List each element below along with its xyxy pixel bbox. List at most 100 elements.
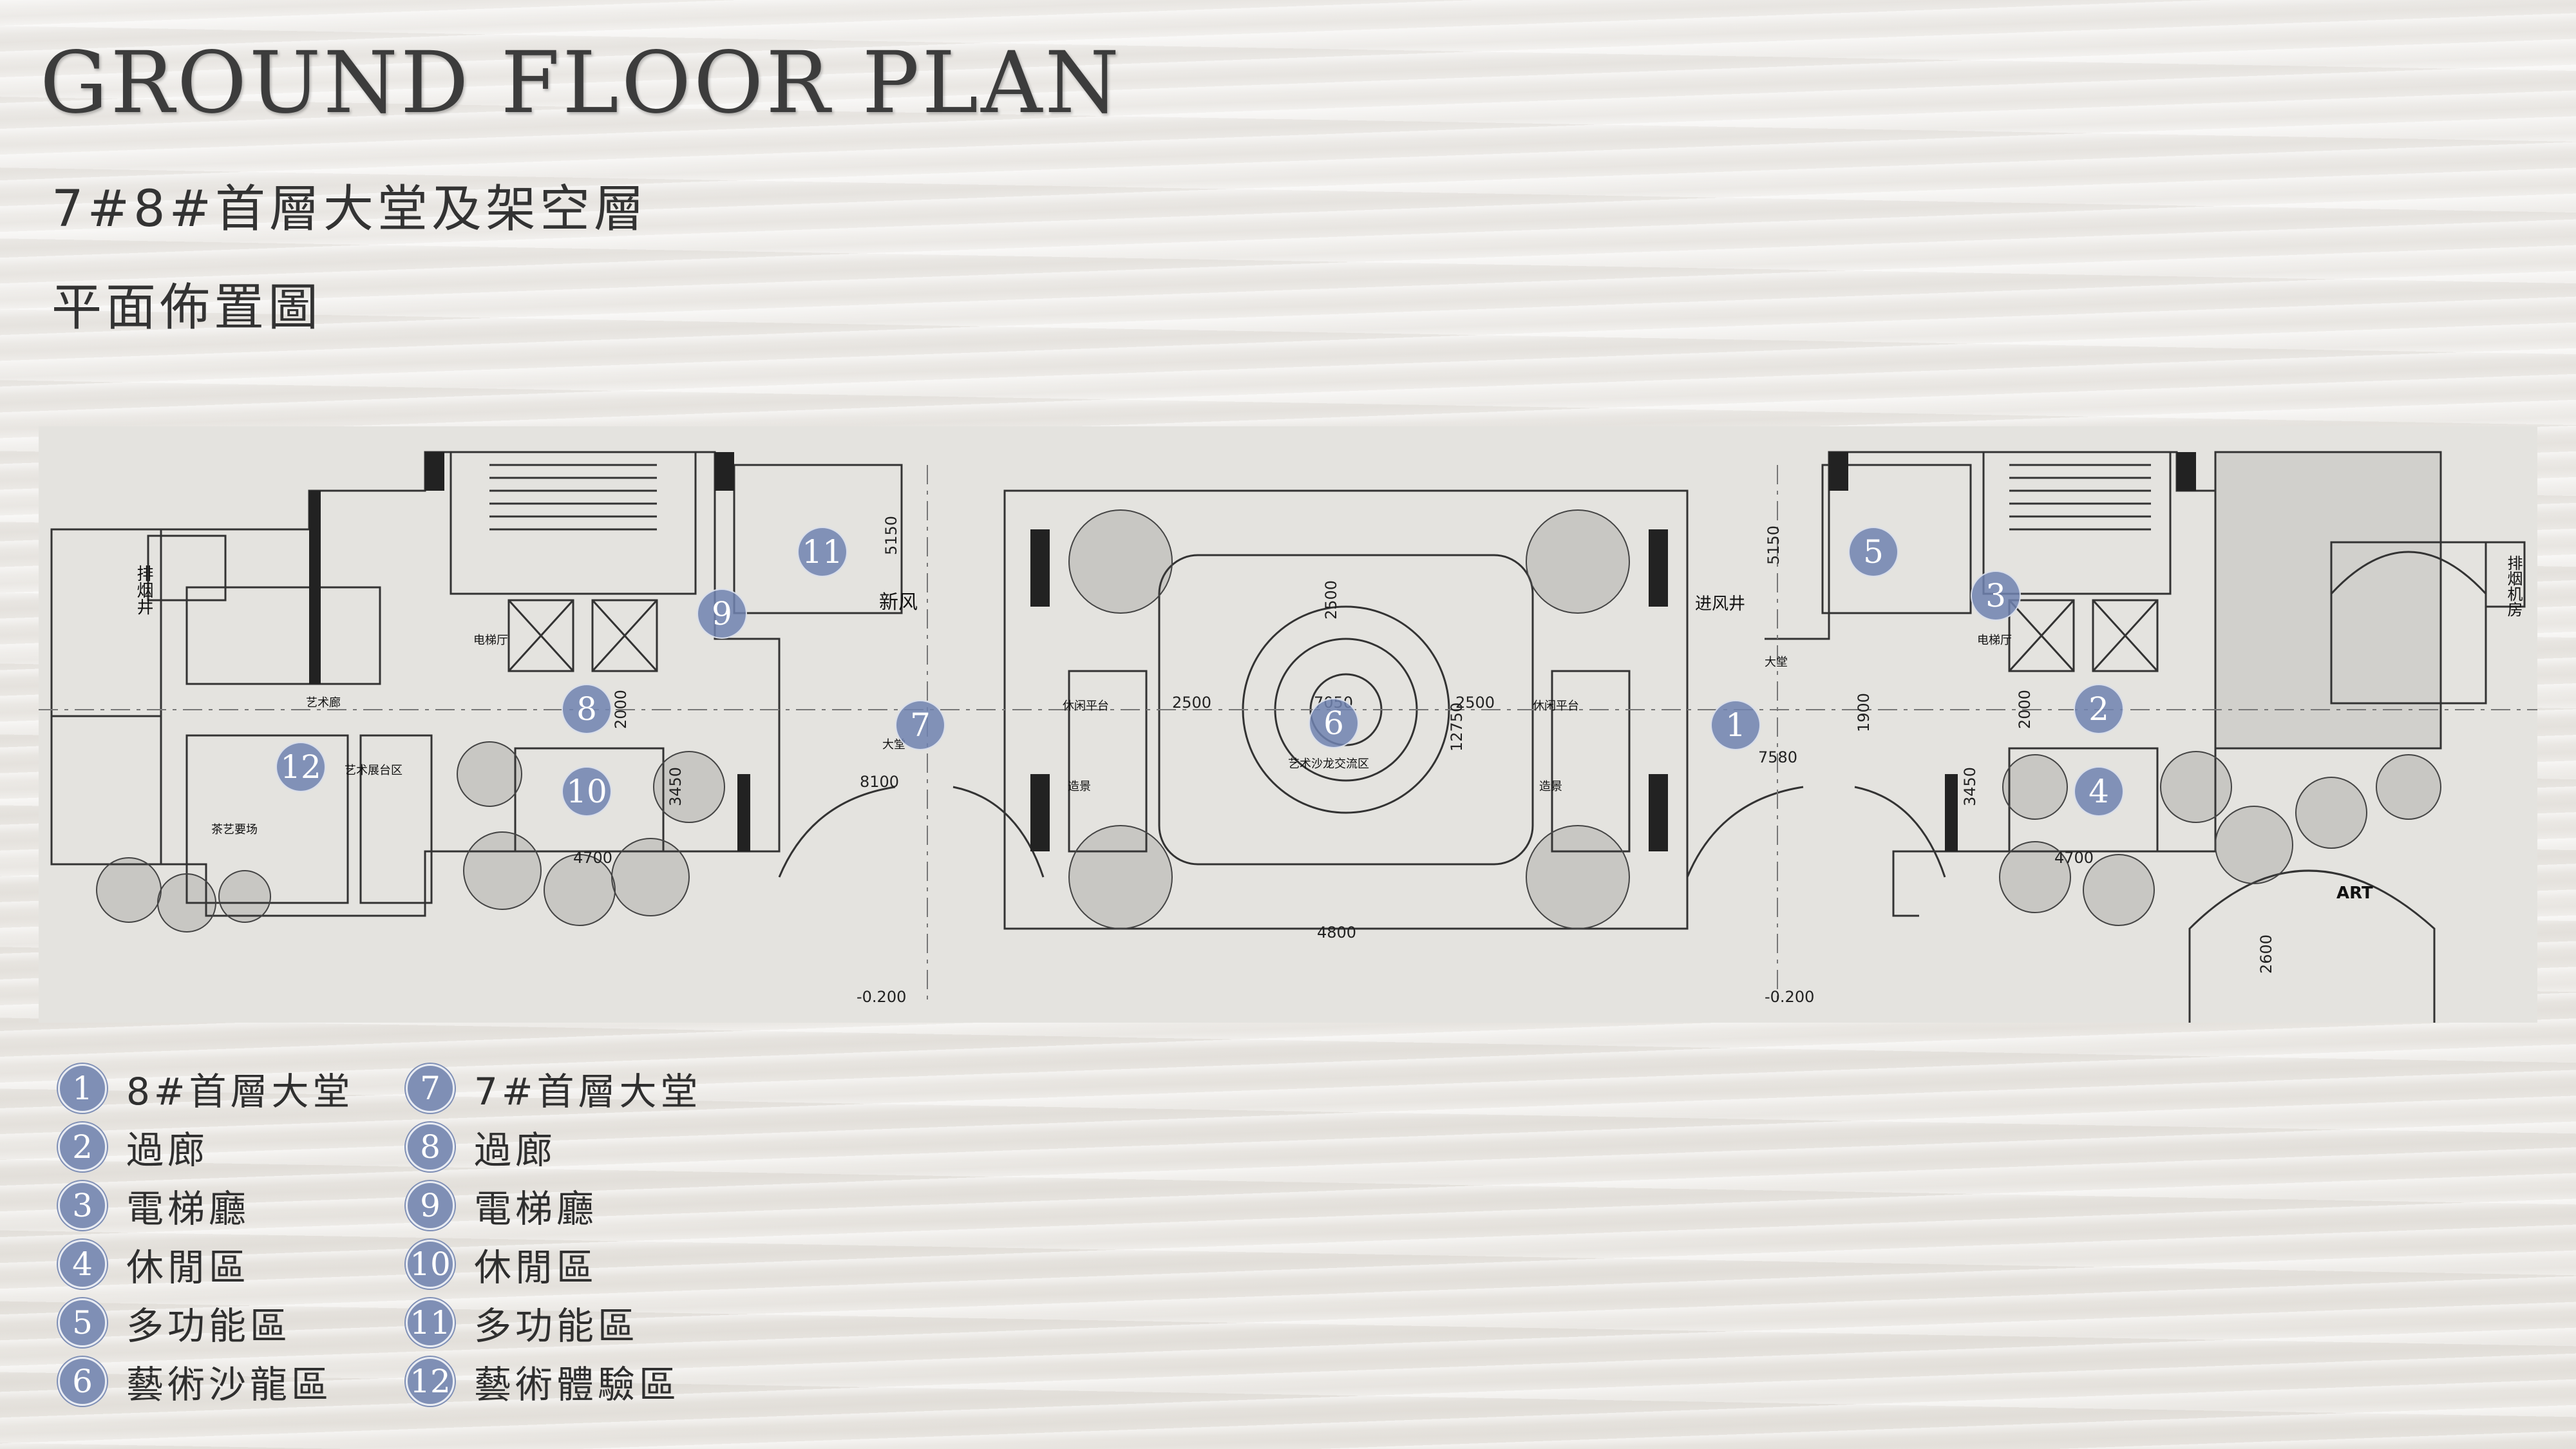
dim-5150-right: 5150 [1765,525,1783,565]
dim-2000-right: 2000 [2016,689,2034,729]
label-leisure-left: 休闲平台 [1063,699,1109,713]
plan-marker-4: 4 [2074,766,2124,817]
label-intake-shaft: 进风井 [1695,594,1746,614]
water-room-left [185,586,381,685]
elevator-right-b [2092,599,2159,672]
label-exhaust-left: 排烟井 [134,565,153,615]
exhaust-shaft-right [2485,541,2526,608]
dim-2000-left: 2000 [612,689,630,729]
legend-marker-2: 2 [58,1122,107,1171]
label-elevator-hall-left: 电梯厅 [473,634,508,647]
legend-marker-12: 12 [406,1357,455,1406]
dim-4800: 4800 [1317,923,1357,942]
page-subtitle-line2: 平面佈置圖 [52,279,323,337]
legend-item-9: 9 電梯廳 [406,1181,598,1231]
label-fresh-air: 新风 [879,591,918,614]
plan-marker-11: 11 [797,527,848,577]
legend-marker-7: 7 [406,1064,455,1113]
stair-core-right [1982,451,2172,595]
plan-marker-5: 5 [1848,527,1899,577]
legend-marker-8: 8 [406,1122,455,1171]
legend-item-11: 11 多功能區 [406,1298,639,1348]
plan-marker-9: 9 [697,589,747,639]
label-scene-left: 造景 [1068,780,1091,793]
plan-marker-6: 6 [1309,698,1359,748]
level-left: -0.200 [857,988,907,1006]
dim-2500-right: 2500 [1455,694,1495,712]
legend-item-6: 6 藝術沙龍區 [58,1357,332,1406]
legend-marker-10: 10 [406,1240,455,1289]
plan-marker-3: 3 [1971,571,2021,621]
floor-plan-drawing: 排烟井 排烟机房 新风 进风井 ART 休闲平台 休闲平台 电梯厅 电梯厅 大堂… [39,426,2537,1023]
dim-12750: 12750 [1448,702,1466,752]
legend-marker-1: 1 [58,1064,107,1113]
structural-columns [309,452,2196,851]
label-art: ART [2336,884,2373,903]
plan-marker-12: 12 [276,742,326,792]
legend-item-12: 12 藝術體驗區 [406,1357,680,1406]
label-art-display: 艺术展台区 [345,764,402,777]
plan-marker-1: 1 [1710,700,1761,750]
legend-label-4: 休閒區 [126,1245,251,1289]
elevator-left-a [507,599,574,672]
label-leisure-right: 休闲平台 [1533,699,1579,713]
legend-marker-11: 11 [406,1298,455,1347]
lounge-right [2008,747,2159,853]
legend-item-2: 2 過廊 [58,1122,209,1172]
lounge-left [514,747,665,853]
dim-7580: 7580 [1758,748,1798,766]
elevator-left-b [591,599,658,672]
legend-label-6: 藝術沙龍區 [126,1363,333,1406]
dim-4700-right: 4700 [2054,849,2094,867]
legend-item-5: 5 多功能區 [58,1298,291,1348]
landscape-trees [96,509,2441,933]
multi-room-left [733,464,903,614]
dim-2500-top: 2500 [1322,580,1340,620]
label-salon-center: 艺术沙龙交流区 [1288,757,1369,771]
page-subtitle-line1: 7#8#首層大堂及架空層 [52,180,648,238]
legend-marker-4: 4 [58,1240,107,1289]
dim-3450-left: 3450 [667,766,685,806]
legend-marker-5: 5 [58,1298,107,1347]
plan-marker-8: 8 [562,684,612,734]
legend-label-12: 藝術體驗區 [474,1363,681,1406]
legend-marker-3: 3 [58,1181,107,1230]
legend-label-11: 多功能區 [474,1304,639,1348]
label-lobby-left: 大堂 [882,738,905,752]
dim-4700-left: 4700 [573,849,613,867]
legend-label-8: 過廊 [474,1128,557,1172]
dim-2500-left: 2500 [1172,694,1212,712]
legend-label-3: 電梯廳 [126,1187,251,1231]
dim-3450-right: 3450 [1961,766,1979,806]
legend-label-2: 過廊 [126,1128,209,1172]
stair-core-left [450,451,697,595]
legend-marker-9: 9 [406,1181,455,1230]
legend-label-1: 8#首層大堂 [126,1070,354,1113]
dim-1900: 1900 [1855,692,1873,732]
arched-room [2330,541,2487,705]
hatched-court [2214,451,2442,750]
plan-marker-7: 7 [895,700,945,750]
legend-item-4: 4 休閒區 [58,1240,250,1289]
page-title: GROUND FLOOR PLAN [40,33,1122,133]
level-right: -0.200 [1765,988,1815,1006]
legend-item-8: 8 過廊 [406,1122,557,1172]
legend-marker-6: 6 [58,1357,107,1406]
label-lobby-right: 大堂 [1765,656,1788,669]
label-tea-room: 茶艺要场 [211,823,258,837]
left-stair-block [50,528,162,866]
multi-room-right [1821,464,1972,614]
label-art-corridor: 艺术廊 [306,696,341,710]
legend-item-3: 3 電梯廳 [58,1181,251,1231]
floor-plan-linework [39,451,2537,1023]
plan-marker-10: 10 [562,766,612,817]
tea-room [185,734,349,904]
art-display-room [359,734,433,904]
legend-item-7: 7 7#首層大堂 [406,1064,702,1113]
legend-label-10: 休閒區 [474,1245,598,1289]
legend-label-9: 電梯廳 [474,1187,598,1231]
legend-item-1: 1 8#首層大堂 [58,1064,354,1113]
legend-item-10: 10 休閒區 [406,1240,598,1289]
art-court [2188,869,2436,1023]
legend-label-7: 7#首層大堂 [474,1070,702,1113]
